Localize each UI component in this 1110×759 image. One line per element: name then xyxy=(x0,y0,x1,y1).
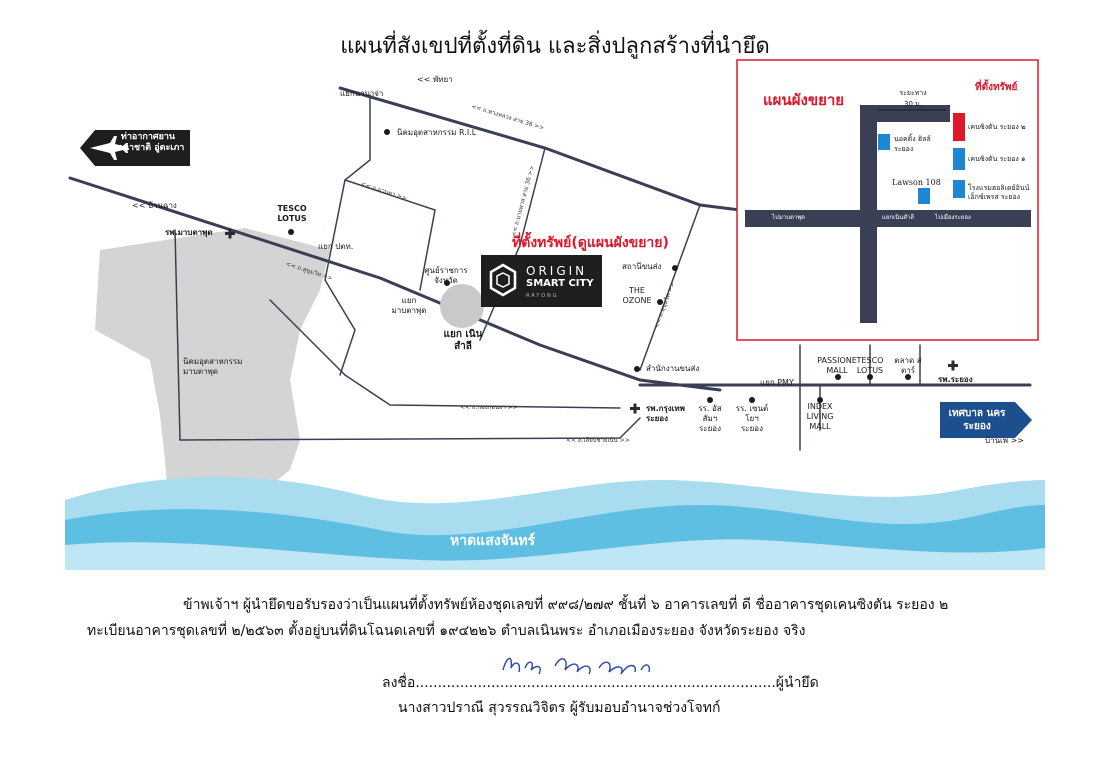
origin-logo: ORIGIN SMART CITY RAYONG xyxy=(481,255,602,307)
inset-building-hotel xyxy=(953,180,965,198)
page-title: แผนที่สังเขปที่ตั้งที่ดิน และสิ่งปลูกสร้… xyxy=(340,34,770,59)
marker-ril xyxy=(384,129,390,135)
road-nabua xyxy=(344,179,436,291)
label-road-thakhu: << ถ.กองกอนยา >> xyxy=(460,404,518,411)
signature-line: ลงชื่อ..................................… xyxy=(382,675,819,691)
inset-lawson: Lawson 108 xyxy=(892,178,941,187)
marker-passione xyxy=(835,374,841,380)
logo-line1: ORIGIN xyxy=(526,264,588,278)
label-transport-office: สำนักงานขนส่ง xyxy=(646,364,700,373)
road-inner1 xyxy=(324,279,356,376)
marker-ozone xyxy=(657,299,663,305)
label-ban-phe: บ้านเพ >> xyxy=(985,436,1024,445)
airport-badge xyxy=(80,130,190,166)
inset-building-1 xyxy=(953,148,965,170)
label-hosp-bangkok: รพ.กรุงเทพ ระยอง xyxy=(646,404,685,423)
label-ban-chang: << บ้านฉาง xyxy=(132,201,177,210)
road-transport xyxy=(639,204,701,371)
sea-wave-front xyxy=(65,539,1045,570)
label-passione: PASSIONE MALL xyxy=(817,356,857,375)
road-motorway xyxy=(338,86,742,212)
label-khlong-sarn: ตลาด สตาร์ xyxy=(894,356,922,375)
label-station: สถานีขนส่ง xyxy=(622,262,662,271)
marker-station xyxy=(672,265,678,271)
logo-line3: RAYONG xyxy=(526,293,559,299)
hexagon-logo-icon xyxy=(489,263,517,297)
marker-school2 xyxy=(749,397,755,403)
label-yaek-potor: แยก ปตท. xyxy=(318,242,354,251)
inset-distance-label: ระยะทาง xyxy=(899,89,927,97)
marker-school1 xyxy=(707,397,713,403)
inset-road-vertical xyxy=(860,105,877,323)
label-airport: ท่าอากาศยาน นานาชาติ อู่ตะเภา xyxy=(111,132,185,153)
label-school1: รร. อัสสัมฯ ระยอง xyxy=(698,404,722,433)
inset-road-right: ไปเมืองระยอง xyxy=(935,214,971,221)
inset-road-left: ไปมาบตาพุด xyxy=(772,214,806,221)
plane-icon xyxy=(90,136,128,160)
label-index-mall: INDEX LIVING MALL xyxy=(806,402,834,431)
label-tesco2: TESCO LOTUS xyxy=(856,356,884,375)
road-thakhu xyxy=(344,374,621,409)
road-inner2 xyxy=(174,229,181,441)
marker-index xyxy=(817,397,823,403)
label-beach: หาดแสงจันทร์ xyxy=(450,533,536,549)
inset-building-lawson xyxy=(918,188,930,204)
label-hosp-maptaphut: รพ.มาบตาพุด xyxy=(165,228,213,237)
handwritten-signature xyxy=(502,657,651,675)
marker-tesco2 xyxy=(867,374,873,380)
label-yaek-nabua: แยกนาบาจ่า xyxy=(340,89,384,98)
inset-title: แผนผังขยาย xyxy=(763,91,845,109)
label-ozone: THE OZONE xyxy=(622,286,652,305)
label-ril: นิคมอุตสาหกรรม R.I.L xyxy=(397,128,477,137)
inset-knightsbridge1: เคนซิงตัน ระยอง ๑ xyxy=(968,155,1026,163)
label-property: ที่ตั้งทรัพย์(ดูแผนผังขยาย) xyxy=(512,235,669,251)
inset-road-top xyxy=(860,105,950,122)
signer-name: นางสาวปราณี สุวรรณวิจิตร ผู้รับมอบอำนาจช… xyxy=(398,700,721,716)
road-ril xyxy=(324,94,371,281)
label-yaek-maptaphut: แยก มาบตาพุด xyxy=(391,296,427,315)
marker-khlong xyxy=(905,374,911,380)
label-gov-center: ศูนย์ราชการ จังหวัด xyxy=(424,266,468,285)
statement-line1: ข้าพเจ้าฯ ผู้นำยึดขอรับรองว่าเป็นแผนที่ต… xyxy=(183,597,949,613)
label-road-beach: << ถ.เลียบชายเนิน >> xyxy=(566,437,630,444)
label-yaek-noensalee: แยก เนินสำลี xyxy=(443,329,483,352)
inset-building-bodyshop xyxy=(878,134,890,150)
marker-gov xyxy=(444,280,450,286)
label-hosp-rayong: รพ.ระยอง xyxy=(938,375,973,384)
marker-tesco xyxy=(288,229,294,235)
inset-knightsbridge2: เคนซิงตัน ระยอง ๒ xyxy=(968,123,1026,131)
municipality-badge xyxy=(940,402,1032,438)
inset-distance-value: 30 ม. xyxy=(904,100,922,108)
inset-bodyshop: นอคติ้ง ฮิลล์ ระยอง xyxy=(894,135,931,153)
inset-hotel: โรงแรมฮอลิเดย์อินน์ เอ็กซ์เพรส ระยอง xyxy=(968,184,1030,201)
inset-property-block xyxy=(953,113,965,141)
junction-noensalee xyxy=(440,284,484,328)
inset-road-horizontal xyxy=(745,210,1031,227)
road-inner3 xyxy=(269,299,346,376)
statement-line2: ทะเบียนอาคารชุดเลขที่ ๒/๒๕๖๓ ตั้งอยู่บนท… xyxy=(87,623,806,639)
road-beach xyxy=(179,417,641,441)
label-yaek-pmy: แยก PMY xyxy=(760,378,794,387)
road-bypass xyxy=(479,147,546,341)
label-pattaya: << พัทยา xyxy=(417,75,453,84)
label-school2: รร. เซนต์โยฯ ระยอง xyxy=(735,404,769,433)
label-tesco: TESCO LOTUS xyxy=(277,204,307,223)
marker-transport xyxy=(634,366,640,372)
inset-road-mid: แยกเนินสำลี xyxy=(882,214,914,221)
road-sukhumvit xyxy=(68,176,722,392)
cross-icon xyxy=(225,228,958,414)
label-maptaphut-estate: นิคมอุตสาหกรรม มาบตาพุด xyxy=(183,357,243,376)
inset-property-label: ที่ตั้งทรัพย์ xyxy=(975,82,1018,93)
label-municipality: เทศบาล นครระยอง xyxy=(948,408,1006,432)
logo-line2: SMART CITY xyxy=(526,278,594,289)
